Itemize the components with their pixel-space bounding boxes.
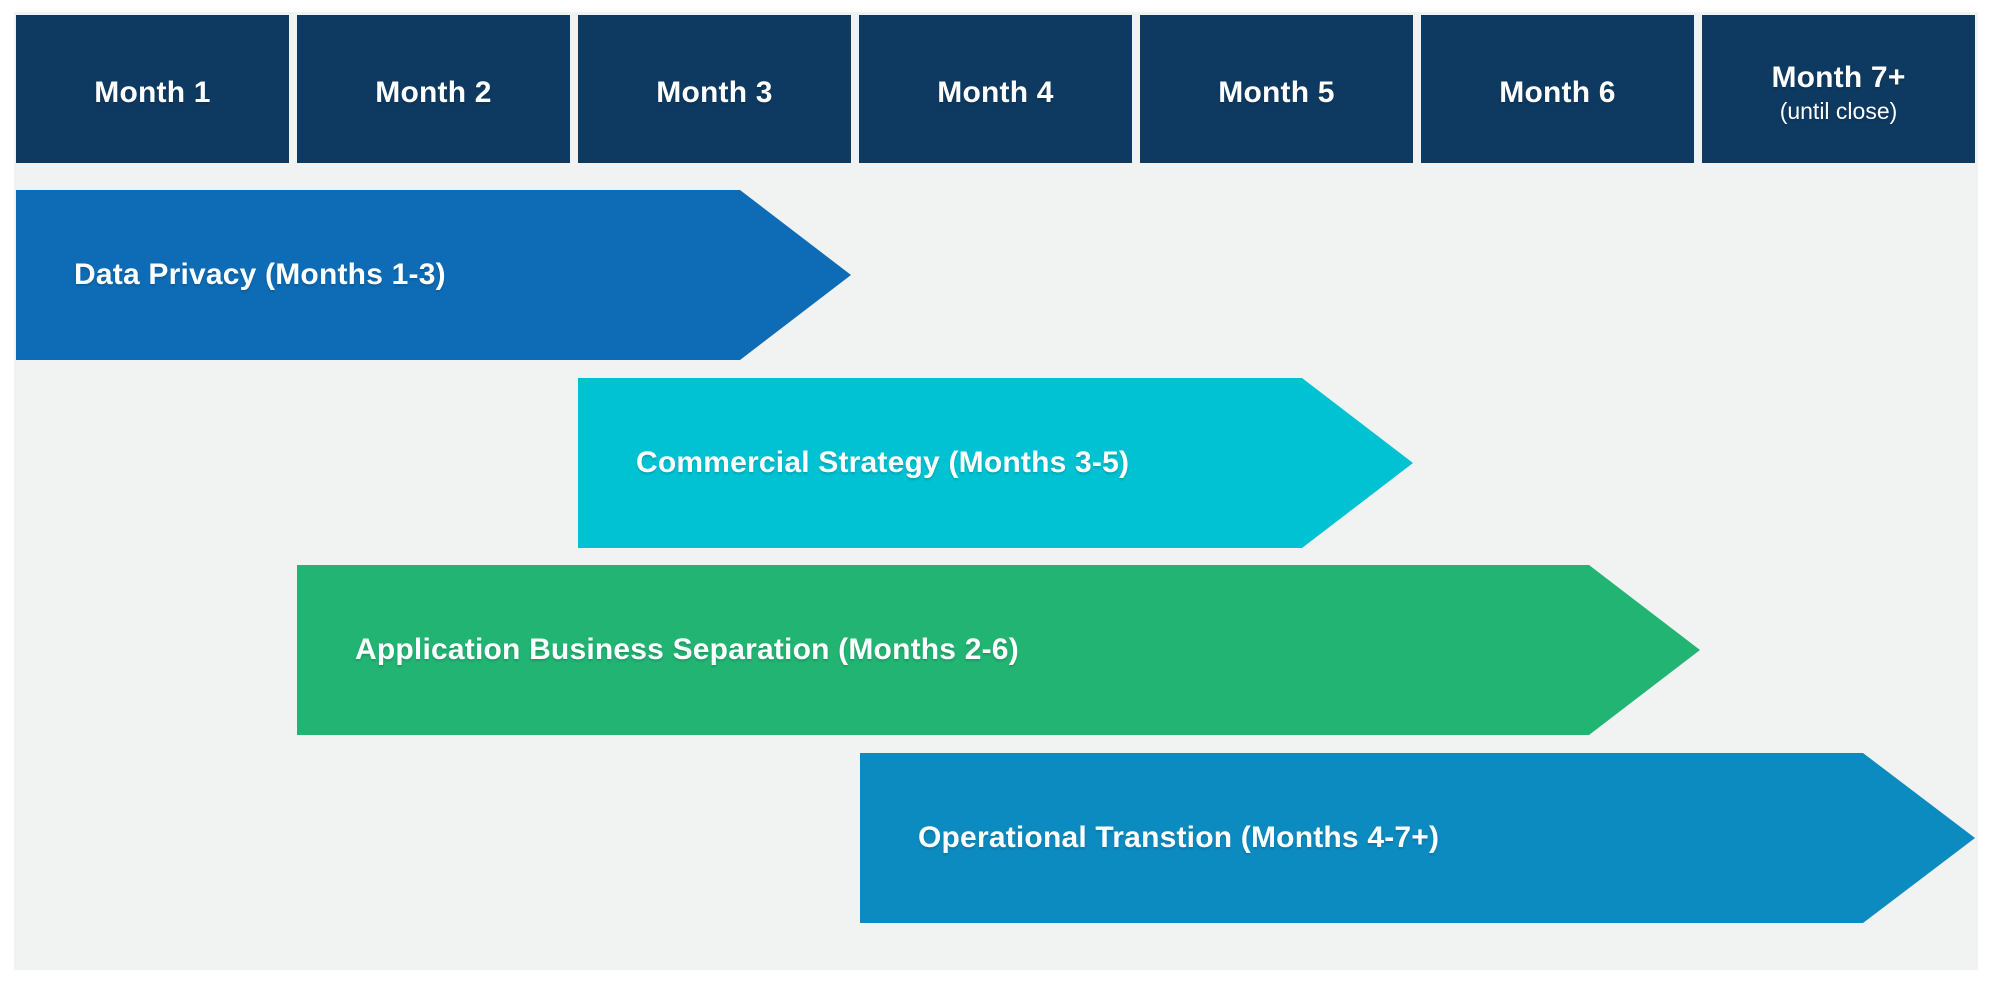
month-label: Month 4	[937, 76, 1054, 109]
month-header-4: Month 4	[859, 15, 1132, 163]
task-bar-label: Data Privacy (Months 1-3)	[74, 258, 446, 291]
month-label: Month 3	[656, 76, 773, 109]
task-bar-label: Commercial Strategy (Months 3-5)	[636, 446, 1130, 479]
task-bar-commercial-strategy: Commercial Strategy (Months 3-5)	[578, 378, 1413, 548]
task-bar-application-business-separation: Application Business Separation (Months …	[297, 565, 1700, 735]
task-bar-label: Application Business Separation (Months …	[355, 633, 1019, 666]
month-label: Month 5	[1218, 76, 1335, 109]
task-bar-data-privacy: Data Privacy (Months 1-3)	[16, 190, 851, 360]
month-label: Month 6	[1499, 76, 1616, 109]
month-label: Month 2	[375, 76, 492, 109]
task-bar-operational-transtion: Operational Transtion (Months 4-7+)	[860, 753, 1975, 923]
month-sublabel: (until close)	[1779, 98, 1898, 124]
task-bar-label: Operational Transtion (Months 4-7+)	[918, 821, 1440, 854]
month-header-5: Month 5	[1140, 15, 1413, 163]
month-header-row: Month 1 Month 2 Month 3 Month 4 Month 5 …	[16, 15, 1975, 163]
month-header-7: Month 7+ (until close)	[1702, 15, 1975, 163]
month-header-1: Month 1	[16, 15, 289, 163]
month-header-6: Month 6	[1421, 15, 1694, 163]
month-label: Month 7+	[1771, 61, 1906, 94]
month-header-3: Month 3	[578, 15, 851, 163]
month-header-2: Month 2	[297, 15, 570, 163]
month-label: Month 1	[94, 76, 211, 109]
